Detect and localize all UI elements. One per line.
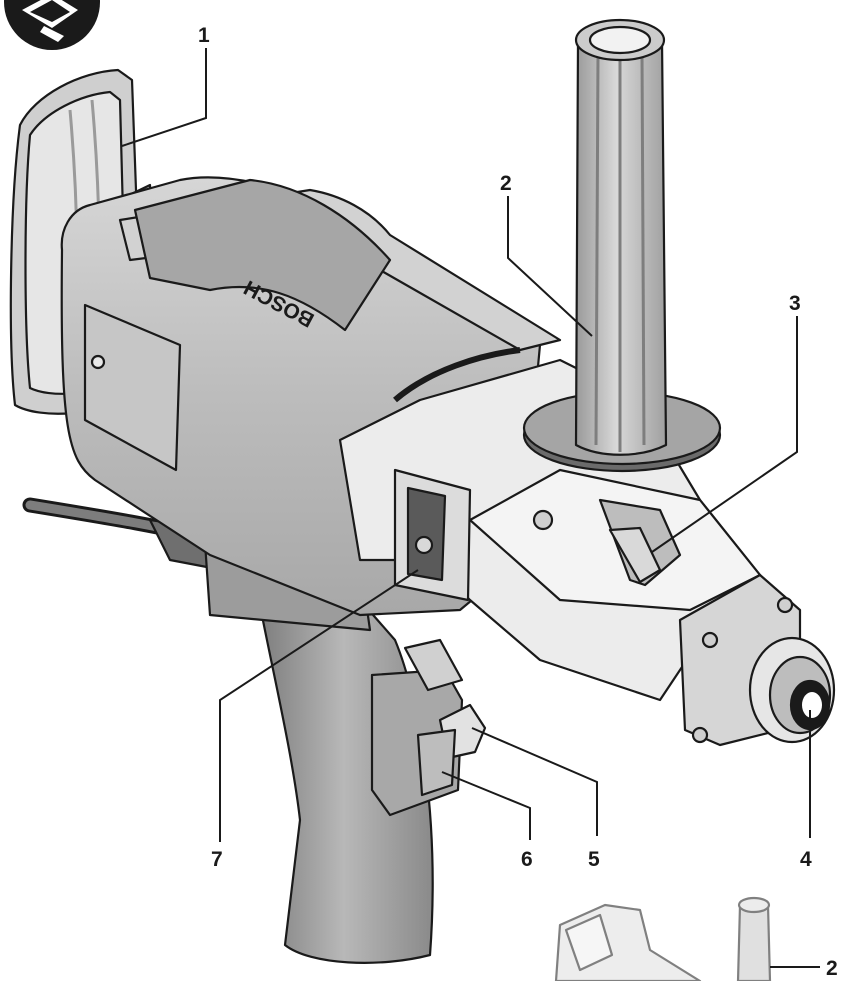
leader-3 <box>651 316 798 553</box>
callout-2: 2 <box>500 172 512 195</box>
callout-labels: 1 2 3 4 5 6 7 2 <box>198 24 838 980</box>
power-drill-illustration: BOSCH <box>9 18 836 964</box>
callout-leaders <box>121 48 820 968</box>
callout-1: 1 <box>198 24 210 47</box>
callout-2-inset: 2 <box>826 957 838 980</box>
leader-2 <box>507 196 593 337</box>
callout-4: 4 <box>800 848 812 871</box>
callout-6: 6 <box>521 848 533 871</box>
callout-7: 7 <box>211 848 223 871</box>
callout-3: 3 <box>789 292 801 315</box>
leader-1 <box>121 48 207 147</box>
leader-7 <box>219 569 419 842</box>
leader-5 <box>471 727 598 836</box>
leader-6 <box>441 771 531 840</box>
inset-drill-illustration <box>554 896 772 981</box>
callout-5: 5 <box>588 848 600 871</box>
manual-book-icon <box>4 0 100 50</box>
